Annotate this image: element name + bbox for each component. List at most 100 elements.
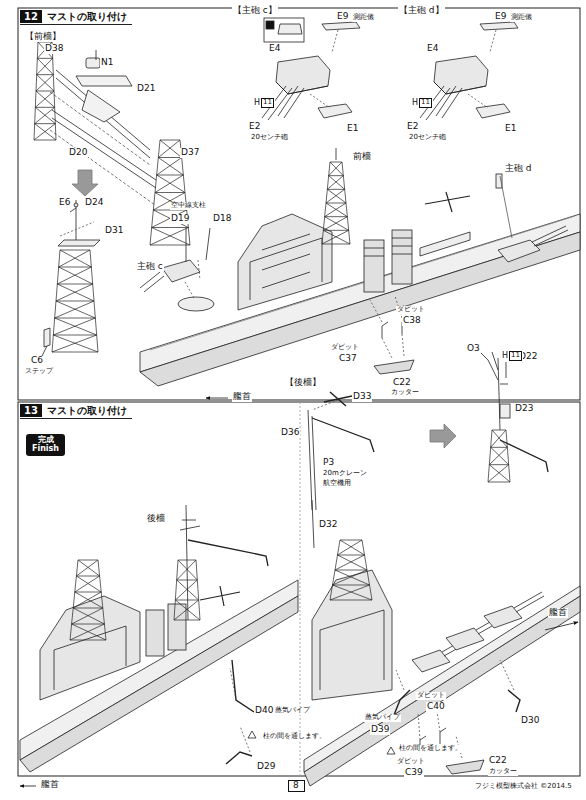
- part-label: 主砲 d: [504, 164, 533, 174]
- part-number: D36: [280, 428, 300, 438]
- lattice-mast: [52, 250, 98, 352]
- ship-hull: [304, 570, 580, 786]
- part-number: C6: [30, 356, 44, 366]
- part-label: 航空機用: [322, 480, 352, 488]
- part-label: 空中線支柱: [170, 202, 207, 210]
- node-subtext: Finish: [32, 445, 59, 454]
- foremast-parts: [50, 50, 156, 205]
- lattice-mast: [34, 42, 56, 140]
- bow-arrow: [206, 398, 228, 399]
- part-label: カッター: [488, 768, 518, 776]
- part-label: 測距儀: [510, 14, 533, 22]
- part-sheet-tag: H11: [254, 98, 275, 108]
- lattice-mast: [488, 430, 510, 482]
- lattice-mast: [322, 162, 350, 244]
- part-label: 柱の間を通します。: [398, 745, 463, 753]
- part-number: E9: [336, 12, 349, 22]
- node-text: H: [412, 99, 418, 108]
- part-label: ダビット: [416, 692, 446, 700]
- bow-arrow: [545, 622, 578, 630]
- part-label: 柱の間を通します。: [262, 733, 327, 741]
- lattice-mast: [174, 560, 200, 620]
- part-label: カッター: [390, 389, 420, 397]
- bow-arrow: [20, 786, 36, 787]
- finish-badge: 完成Finish: [26, 434, 65, 456]
- part-number: C37: [338, 354, 358, 364]
- part-number: C40: [426, 702, 446, 712]
- part-label: 20mクレーン: [322, 470, 368, 478]
- node-subtext: マストの取り付け: [47, 405, 127, 416]
- part-label: 艦首: [548, 608, 568, 618]
- part-label: 【前檣】: [24, 32, 62, 42]
- node-text: 8: [293, 780, 299, 790]
- part-number: C22: [488, 756, 508, 766]
- lattice-mast: [330, 540, 372, 600]
- part-number: D37: [180, 148, 200, 158]
- node-text: 12: [20, 10, 42, 23]
- part-label: ステップ: [24, 368, 54, 376]
- part-label: ダビット: [396, 306, 426, 314]
- node-text: H: [502, 352, 508, 361]
- part-label: 前檣: [352, 152, 372, 162]
- step-header: 13 マストの取り付け: [20, 403, 132, 419]
- aft-mast-parts: [308, 352, 548, 548]
- node-text: 完成: [38, 436, 54, 445]
- ship-hull: [20, 505, 298, 772]
- node-text: H: [254, 99, 260, 108]
- part-label: ダビット: [330, 344, 360, 352]
- node-subtext: 11: [261, 98, 274, 108]
- part-number: D30: [520, 716, 540, 726]
- part-label: 【後檣】: [284, 378, 322, 388]
- part-number: D31: [104, 226, 124, 236]
- part-label: 【主砲 d】: [398, 6, 445, 16]
- part-number: O3: [466, 344, 481, 354]
- part-number: D20: [68, 148, 88, 158]
- part-number: D19: [170, 214, 190, 224]
- foremast-assembly: [40, 200, 100, 360]
- part-number: E2: [248, 122, 261, 132]
- part-label: 【主砲 c】: [232, 6, 278, 16]
- page-number: 8: [288, 780, 305, 792]
- part-number: E6: [58, 198, 71, 208]
- part-label: 艦首: [232, 392, 252, 402]
- step-panel: [18, 402, 580, 776]
- part-number: D40: [254, 706, 274, 716]
- part-label: 測距儀: [352, 14, 375, 22]
- part-number: E1: [504, 124, 517, 134]
- main-turret-c-parts: [262, 18, 360, 120]
- part-number: D21: [136, 84, 156, 94]
- part-number: E9: [494, 12, 507, 22]
- part-label: 20センチ砲: [250, 134, 289, 142]
- node-subtext: 11: [419, 98, 432, 108]
- part-label: 艦首: [40, 780, 60, 790]
- part-number: D38: [44, 44, 64, 54]
- part-number: E1: [346, 124, 359, 134]
- step-panel: [18, 8, 580, 400]
- part-number: D32: [318, 520, 338, 530]
- node-subtext: マストの取り付け: [47, 11, 127, 22]
- node-text: 13: [20, 404, 42, 417]
- part-label: フジミ模型株式会社 ©2014.5: [474, 783, 573, 791]
- part-label: ダビット: [396, 758, 426, 766]
- node-subtext: 11: [509, 351, 522, 361]
- part-label: 後檣: [146, 514, 166, 524]
- part-number: D39: [370, 725, 390, 735]
- part-label: 蒸気パイプ: [364, 714, 401, 722]
- step-header: 12 マストの取り付け: [20, 9, 132, 25]
- part-number: D24: [84, 198, 104, 208]
- part-number: E4: [268, 44, 281, 54]
- part-label: 主砲 c: [136, 262, 164, 272]
- part-number: C38: [402, 316, 422, 326]
- part-label: 20センチ砲: [408, 134, 447, 142]
- part-number: P3: [322, 458, 335, 468]
- main-turret-d-parts: [420, 22, 518, 120]
- ship-hull: [140, 148, 580, 386]
- part-sheet-tag: H11: [412, 98, 433, 108]
- part-number: C39: [404, 768, 424, 778]
- part-number: D18: [212, 214, 232, 224]
- part-number: N1: [100, 58, 114, 68]
- step-arrow: [72, 170, 98, 196]
